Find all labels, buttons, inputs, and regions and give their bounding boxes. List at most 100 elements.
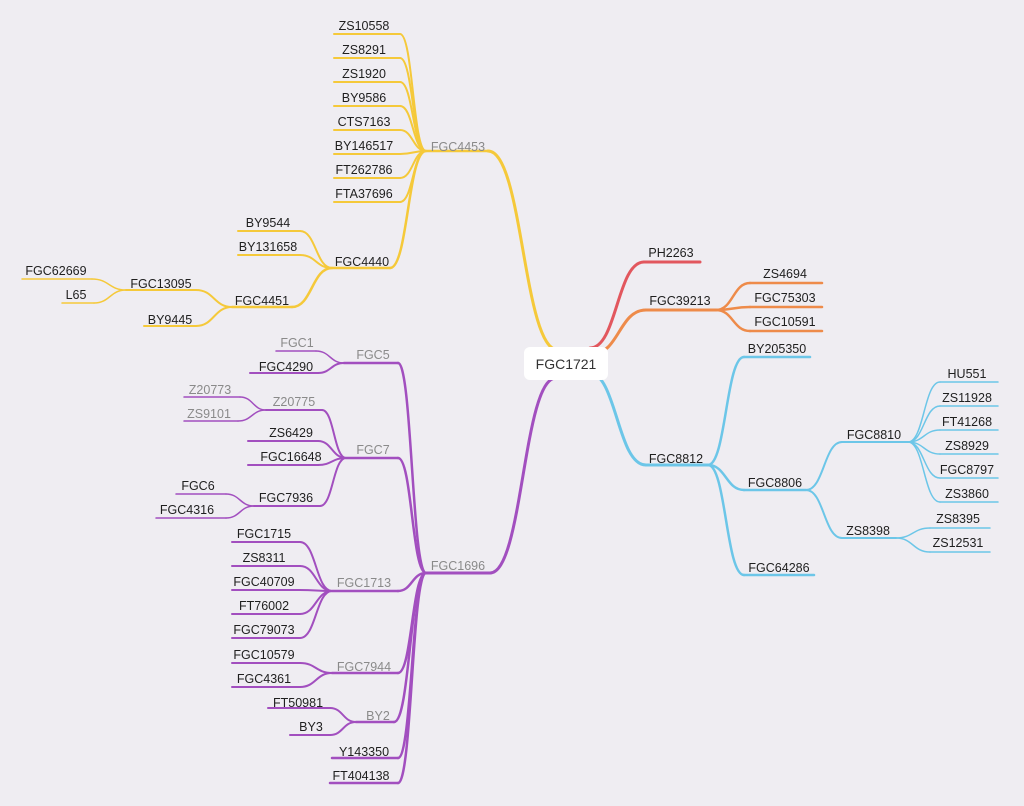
node-fgc4453[interactable]: FGC4453 [431,140,485,154]
leaf-node[interactable]: FGC10579 [233,648,294,662]
leaf-node[interactable]: ZS3860 [945,487,989,501]
branch-z20775 [321,409,347,459]
leaf-node[interactable]: ZS4694 [763,267,807,281]
root-node-label: FGC1721 [536,356,597,372]
leaf-node[interactable]: L65 [66,288,87,302]
branch-line [907,381,941,443]
leaf-node[interactable]: FGC79073 [233,623,294,637]
node-fgc7[interactable]: FGC7 [356,443,389,457]
leaf-node[interactable]: ZS8929 [945,439,989,453]
branch-line [299,672,333,688]
leaf-node[interactable]: ZS9101 [187,407,231,421]
branch-line [239,396,267,411]
branch-line [317,362,345,374]
leaf-node[interactable]: BY9586 [342,91,387,105]
leaf-node[interactable]: FT76002 [239,599,289,613]
branch-fgc13095 [195,289,233,308]
leaf-node[interactable]: Y143350 [339,745,389,759]
node-ph2263[interactable]: PH2263 [648,246,693,260]
node-fgc7944[interactable]: FGC7944 [337,660,391,674]
leaf-node[interactable]: FGC6 [181,479,214,493]
branch-line [93,289,127,304]
branch-line [396,571,428,785]
node-zs8398[interactable]: ZS8398 [846,524,890,538]
leaf-node[interactable]: BY3 [299,720,323,734]
node-fgc5[interactable]: FGC5 [356,348,389,362]
leaf-node[interactable]: FGC4290 [259,360,313,374]
branch-fgc4453 [486,149,560,352]
node-fgc4440[interactable]: FGC4440 [335,255,389,269]
branch-fgc1696 [488,376,558,575]
branch-line [895,537,931,553]
node-by2[interactable]: BY2 [366,709,390,723]
branch-line [706,463,746,577]
branch-zs8398 [805,489,843,539]
branch-line [315,350,345,364]
branch-line [399,33,427,152]
leaf-node[interactable]: BY9544 [246,216,291,230]
branch-line [91,278,127,291]
leaf-node[interactable]: FGC62669 [25,264,86,278]
leaf-node[interactable]: ZS10558 [339,19,390,33]
branch-line [907,441,941,503]
leaf-node[interactable]: ZS8291 [342,43,386,57]
leaf-node[interactable]: Z20773 [189,383,231,397]
leaf-node[interactable]: FGC16648 [260,450,321,464]
node-fgc7936[interactable]: FGC7936 [259,491,313,505]
leaf-node[interactable]: FT50981 [273,696,323,710]
node-fgc8812[interactable]: FGC8812 [649,452,703,466]
branch-line [714,308,752,333]
leaf-node[interactable]: FGC8797 [940,463,994,477]
leaf-node[interactable]: FGC64286 [748,561,809,575]
node-fgc1696[interactable]: FGC1696 [431,559,485,573]
branch-line [895,527,931,539]
leaf-node[interactable]: FT41268 [942,415,992,429]
branch-fgc4451 [290,266,334,309]
leaf-node[interactable]: BY146517 [335,139,393,153]
branch-fgc7936 [319,457,347,507]
node-fgc4451[interactable]: FGC4451 [235,294,289,308]
branch-line [299,590,333,615]
leaf-node[interactable]: FT262786 [336,163,393,177]
branch-line [299,590,333,639]
leaf-node[interactable]: FTA37696 [335,187,392,201]
branch-line [225,505,255,519]
branch-line [299,662,333,674]
leaf-node[interactable]: FGC1 [280,336,313,350]
leaf-node[interactable]: FGC40709 [233,575,294,589]
node-fgc8810[interactable]: FGC8810 [847,428,901,442]
node-fgc39213[interactable]: FGC39213 [649,294,710,308]
branch-fgc5 [396,361,428,575]
leaf-node[interactable]: ZS11928 [942,391,992,405]
node-fgc13095[interactable]: FGC13095 [130,277,191,291]
branch-line [237,409,267,422]
leaf-node[interactable]: ZS8311 [243,551,286,565]
leaf-node[interactable]: BY205350 [748,342,806,356]
node-fgc1713[interactable]: FGC1713 [337,576,391,590]
leaf-node[interactable]: ZS1920 [342,67,386,81]
leaf-node[interactable]: FGC10591 [754,315,815,329]
branch-fgc8810 [805,441,843,491]
branch-line [399,57,427,152]
leaf-node[interactable]: FT404138 [333,769,390,783]
branch-fgc8812 [586,370,648,467]
leaf-node[interactable]: BY9445 [148,313,193,327]
branch-ph2263 [588,260,646,350]
leaf-node[interactable]: HU551 [948,367,987,381]
branch-line [329,707,357,723]
leaf-node[interactable]: BY131658 [239,240,297,254]
leaf-node[interactable]: FGC4361 [237,672,291,686]
leaf-node[interactable]: ZS8395 [936,512,980,526]
branch-line [195,306,233,327]
leaf-node[interactable]: FGC1715 [237,527,291,541]
leaf-node[interactable]: ZS12531 [933,536,984,550]
leaf-node[interactable]: ZS6429 [269,426,313,440]
leaf-node[interactable]: FGC4316 [160,503,214,517]
root-node[interactable]: FGC1721 [524,347,608,380]
leaf-node[interactable]: CTS7163 [338,115,391,129]
node-z20775[interactable]: Z20775 [273,395,315,409]
node-fgc8806[interactable]: FGC8806 [748,476,802,490]
leaf-node[interactable]: FGC75303 [754,291,815,305]
branch-line [329,721,357,736]
